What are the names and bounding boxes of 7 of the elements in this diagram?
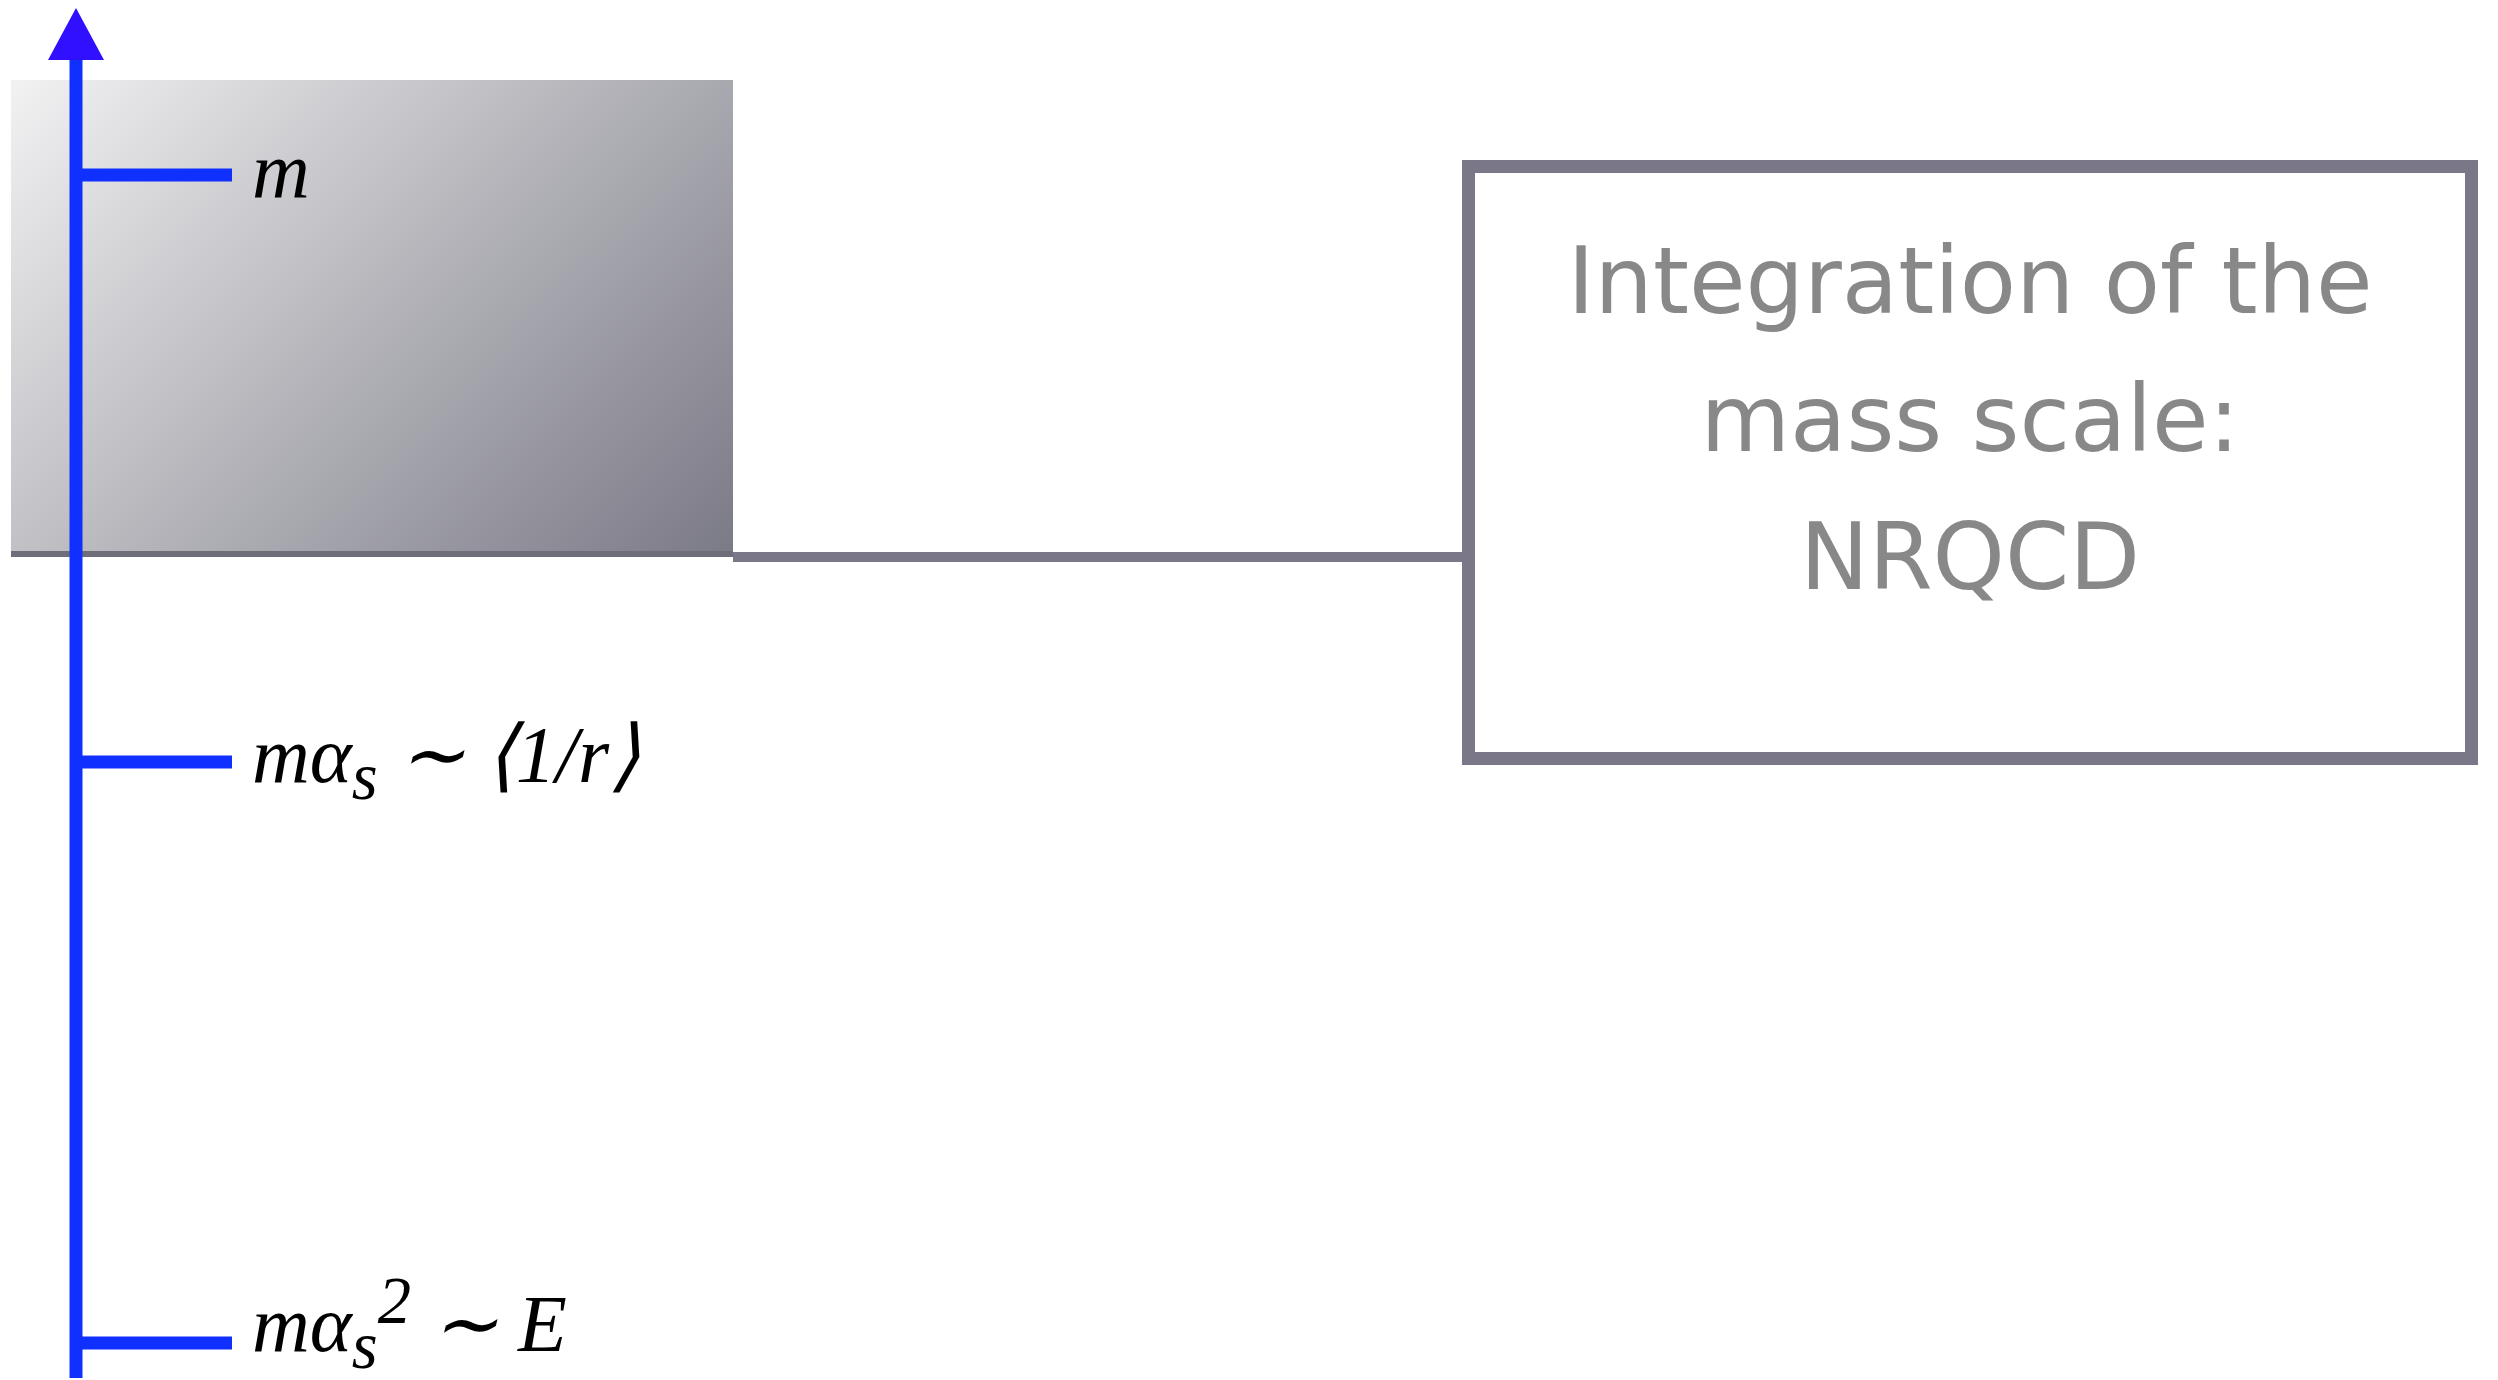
process-box — [1462, 160, 2478, 765]
box-label: Integration of the mass scale: NRQCD — [1566, 227, 2374, 613]
connector-line — [733, 552, 1462, 562]
shaded-region — [11, 80, 733, 557]
scale-label: mα$_{s}$$^{2}$ ∼ E — [252, 1268, 567, 1380]
scale-label: m — [252, 130, 310, 210]
scale-label: mα$_{s}$ ∼ ⟨1/r⟩ — [252, 715, 641, 811]
